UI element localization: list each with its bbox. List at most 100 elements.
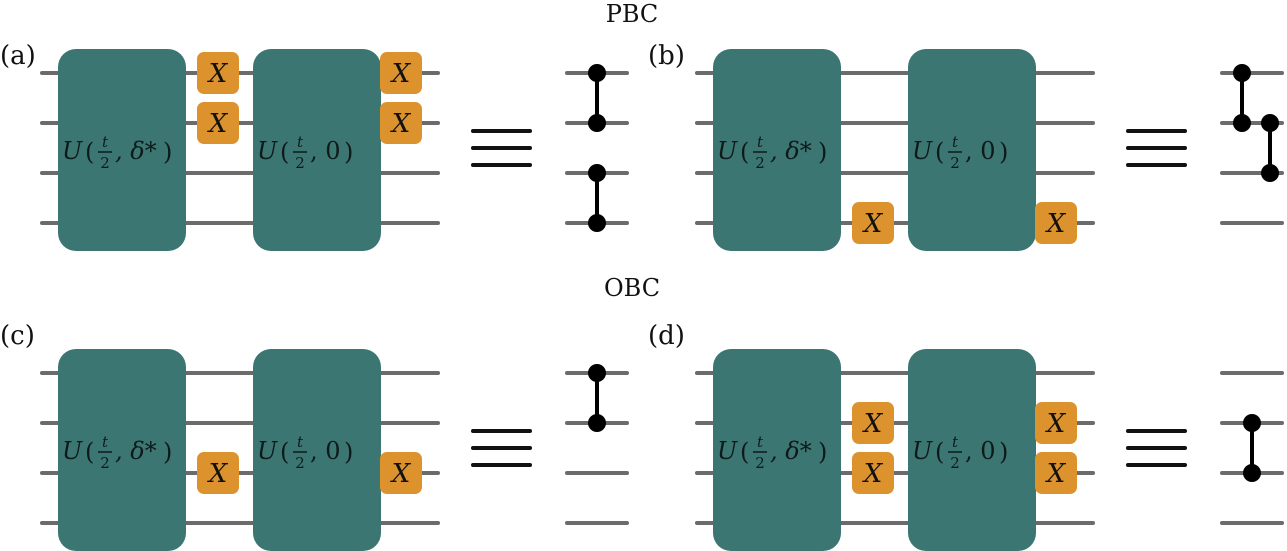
- cz-dot-bottom-1: [588, 214, 606, 232]
- panel-label: (a): [0, 41, 36, 71]
- unitary-1-label: U: [717, 137, 738, 165]
- unitary-2-open-paren: (: [280, 138, 289, 166]
- unitary-2-label: U: [257, 437, 278, 465]
- unitary-2-frac-den: 2: [950, 154, 960, 172]
- x-gate-b-1-box: [1035, 402, 1077, 444]
- unitary-1-block: [713, 349, 841, 551]
- unitary-1-open-paren: (: [85, 438, 94, 466]
- unitary-2-open-paren: (: [280, 438, 289, 466]
- unitary-1-block: [58, 349, 186, 551]
- x-gate-a-3-box: [852, 202, 894, 244]
- unitary-1-block: [58, 49, 186, 251]
- panel-label: (b): [648, 41, 685, 71]
- x-gate-a-2-box: [852, 452, 894, 494]
- cz-dot-bottom-1: [1261, 164, 1279, 182]
- unitary-1-param: , δ*: [115, 437, 157, 465]
- unitary-2-label: U: [257, 137, 278, 165]
- unitary-2-close-paren: ): [344, 438, 353, 466]
- unitary-1-label: U: [62, 137, 83, 165]
- unitary-2-param: , 0: [965, 437, 996, 465]
- unitary-2-close-paren: ): [999, 138, 1008, 166]
- cz-dot-bottom-0: [1233, 114, 1251, 132]
- x-gate-b-2-box: [1035, 452, 1077, 494]
- unitary-1-block: [713, 49, 841, 251]
- cz-dot-top-0: [1243, 414, 1261, 432]
- unitary-1-frac-num: t: [757, 433, 764, 451]
- cz-dot-bottom-0: [588, 114, 606, 132]
- x-gate-a-2-label: X: [207, 459, 229, 489]
- unitary-2-block: [253, 349, 381, 551]
- cz-dot-top-0: [588, 64, 606, 82]
- section-title-pbc: PBC: [606, 0, 659, 28]
- unitary-2-frac-num: t: [952, 433, 959, 451]
- unitary-2-close-paren: ): [999, 438, 1008, 466]
- x-gate-b-3-box: [1035, 202, 1077, 244]
- x-gate-b-1-label: X: [1045, 409, 1067, 439]
- unitary-1-open-paren: (: [740, 438, 749, 466]
- unitary-1-frac-num: t: [102, 433, 109, 451]
- cz-dot-top-1: [1261, 114, 1279, 132]
- cz-dot-bottom-0: [588, 414, 606, 432]
- x-gate-b-2-label: X: [1045, 459, 1067, 489]
- x-gate-a-1-label: X: [862, 409, 884, 439]
- unitary-2-frac-den: 2: [295, 154, 305, 172]
- x-gate-b-2-label: X: [390, 459, 412, 489]
- unitary-2-frac-num: t: [297, 133, 304, 151]
- unitary-1-label: U: [62, 437, 83, 465]
- unitary-1-frac-den: 2: [755, 154, 765, 172]
- panel-label: (d): [648, 321, 685, 351]
- unitary-2-param: , 0: [310, 137, 341, 165]
- unitary-2-block: [253, 49, 381, 251]
- cz-dot-top-1: [588, 164, 606, 182]
- cz-dot-bottom-0: [1243, 464, 1261, 482]
- unitary-2-param: , 0: [965, 137, 996, 165]
- x-gate-b-1-box: [380, 102, 422, 144]
- unitary-1-frac-num: t: [102, 133, 109, 151]
- unitary-1-param: , δ*: [770, 437, 812, 465]
- unitary-1-close-paren: ): [163, 138, 172, 166]
- unitary-1-param: , δ*: [770, 137, 812, 165]
- unitary-2-param: , 0: [310, 437, 341, 465]
- x-gate-a-1-box: [197, 102, 239, 144]
- x-gate-b-1-label: X: [390, 109, 412, 139]
- x-gate-a-2-box: [197, 452, 239, 494]
- unitary-2-frac-den: 2: [295, 454, 305, 472]
- unitary-1-open-paren: (: [85, 138, 94, 166]
- x-gate-a-0-box: [197, 52, 239, 94]
- unitary-1-label: U: [717, 437, 738, 465]
- cz-dot-top-0: [588, 364, 606, 382]
- unitary-1-frac-den: 2: [100, 454, 110, 472]
- panel-label: (c): [0, 321, 35, 351]
- unitary-2-frac-num: t: [297, 433, 304, 451]
- unitary-1-param: , δ*: [115, 137, 157, 165]
- x-gate-b-2-box: [380, 452, 422, 494]
- unitary-2-open-paren: (: [935, 438, 944, 466]
- unitary-2-label: U: [912, 137, 933, 165]
- cz-dot-top-0: [1233, 64, 1251, 82]
- x-gate-a-2-label: X: [862, 459, 884, 489]
- x-gate-b-3-label: X: [1045, 209, 1067, 239]
- unitary-1-open-paren: (: [740, 138, 749, 166]
- unitary-1-close-paren: ): [818, 138, 827, 166]
- x-gate-a-3-label: X: [862, 209, 884, 239]
- x-gate-a-1-box: [852, 402, 894, 444]
- section-title-obc: OBC: [604, 274, 660, 302]
- x-gate-a-1-label: X: [207, 109, 229, 139]
- unitary-1-frac-num: t: [757, 133, 764, 151]
- x-gate-a-0-label: X: [207, 59, 229, 89]
- unitary-1-close-paren: ): [163, 438, 172, 466]
- x-gate-b-0-label: X: [390, 59, 412, 89]
- unitary-1-close-paren: ): [818, 438, 827, 466]
- unitary-1-frac-den: 2: [100, 154, 110, 172]
- unitary-2-close-paren: ): [344, 138, 353, 166]
- unitary-2-label: U: [912, 437, 933, 465]
- unitary-2-frac-num: t: [952, 133, 959, 151]
- unitary-2-frac-den: 2: [950, 454, 960, 472]
- unitary-1-frac-den: 2: [755, 454, 765, 472]
